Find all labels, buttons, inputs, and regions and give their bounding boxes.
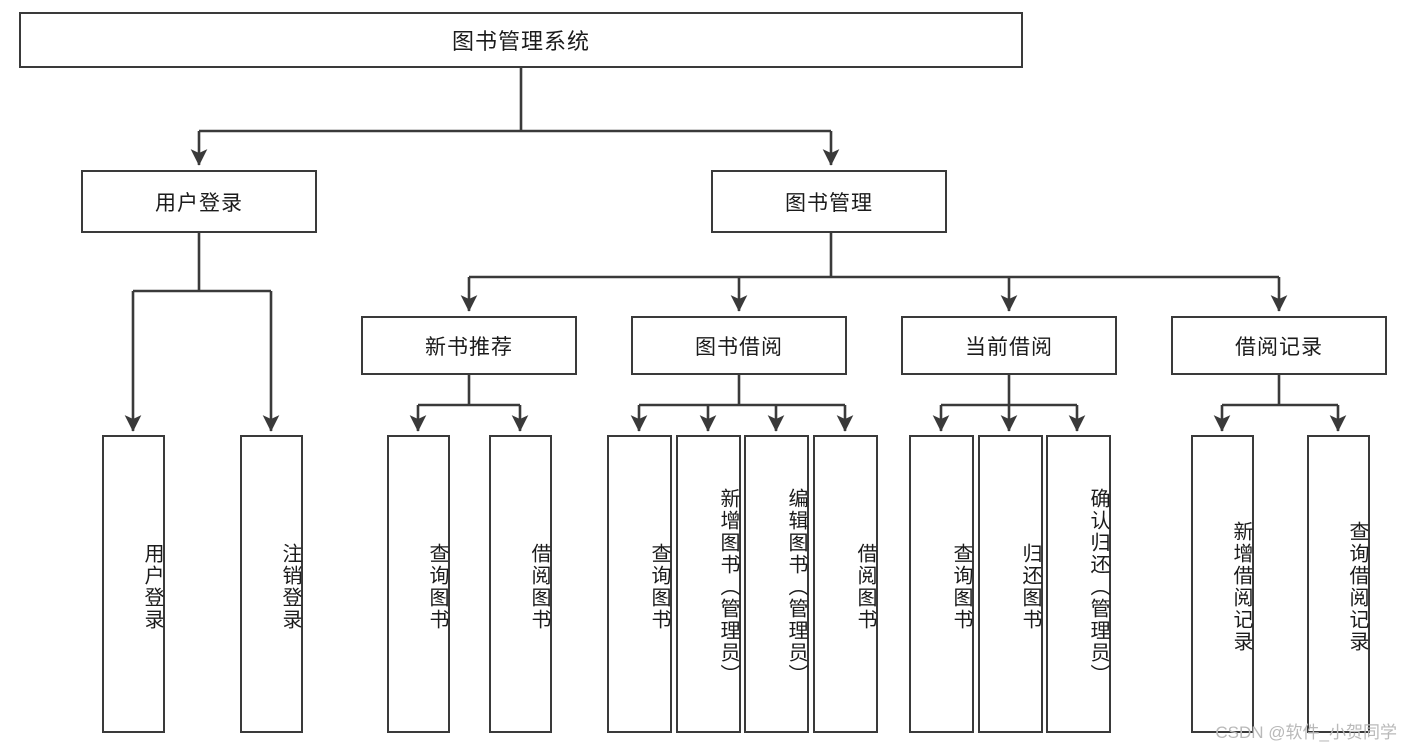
node-label: 新增借阅记录 bbox=[1230, 521, 1252, 653]
leaf-user-login-login[interactable]: 用户登录 bbox=[102, 435, 165, 733]
node-label: 新增图书（管理员） bbox=[717, 488, 739, 686]
node-book-management[interactable]: 图书管理 bbox=[711, 170, 947, 233]
node-book-borrow[interactable]: 图书借阅 bbox=[631, 316, 847, 375]
leaf-new-book-query-book[interactable]: 查询图书 bbox=[387, 435, 450, 733]
node-label: 归还图书 bbox=[1019, 543, 1041, 631]
leaf-user-login-logout[interactable]: 注销登录 bbox=[240, 435, 303, 733]
node-label: 查询图书 bbox=[426, 543, 448, 631]
leaf-book-borrow-query-book[interactable]: 查询图书 bbox=[607, 435, 672, 733]
leaf-current-borrow-confirm-return-admin[interactable]: 确认归还（管理员） bbox=[1046, 435, 1111, 733]
node-label: 借阅记录 bbox=[1235, 335, 1323, 359]
node-label: 新书推荐 bbox=[425, 335, 513, 359]
node-label: 用户登录 bbox=[155, 191, 243, 215]
node-user-login[interactable]: 用户登录 bbox=[81, 170, 317, 233]
node-label: 确认归还（管理员） bbox=[1087, 488, 1109, 686]
node-borrow-record[interactable]: 借阅记录 bbox=[1171, 316, 1387, 375]
leaf-book-borrow-edit-book-admin[interactable]: 编辑图书（管理员） bbox=[744, 435, 809, 733]
node-label: 查询借阅记录 bbox=[1346, 521, 1368, 653]
leaf-new-book-borrow-book[interactable]: 借阅图书 bbox=[489, 435, 552, 733]
node-label: 注销登录 bbox=[279, 543, 301, 631]
leaf-borrow-record-add-record[interactable]: 新增借阅记录 bbox=[1191, 435, 1254, 733]
leaf-borrow-record-query-record[interactable]: 查询借阅记录 bbox=[1307, 435, 1370, 733]
leaf-current-borrow-query-book[interactable]: 查询图书 bbox=[909, 435, 974, 733]
node-label: 图书管理系统 bbox=[451, 29, 590, 54]
leaf-book-borrow-add-book-admin[interactable]: 新增图书（管理员） bbox=[676, 435, 741, 733]
node-label: 用户登录 bbox=[141, 543, 163, 631]
node-label: 查询图书 bbox=[648, 543, 670, 631]
node-label: 图书借阅 bbox=[695, 335, 783, 359]
csdn-watermark: CSDN @软件_小贺同学 bbox=[1215, 723, 1397, 742]
node-label: 查询图书 bbox=[950, 543, 972, 631]
node-label: 编辑图书（管理员） bbox=[785, 488, 807, 686]
leaf-book-borrow-borrow-book[interactable]: 借阅图书 bbox=[813, 435, 878, 733]
node-current-borrow[interactable]: 当前借阅 bbox=[901, 316, 1117, 375]
leaf-current-borrow-return-book[interactable]: 归还图书 bbox=[978, 435, 1043, 733]
node-label: 当前借阅 bbox=[965, 335, 1053, 359]
node-label: 借阅图书 bbox=[854, 543, 876, 631]
node-root-book-management-system[interactable]: 图书管理系统 bbox=[19, 12, 1023, 68]
node-label: 图书管理 bbox=[785, 191, 873, 215]
node-new-book-recommend[interactable]: 新书推荐 bbox=[361, 316, 577, 375]
node-label: 借阅图书 bbox=[528, 543, 550, 631]
